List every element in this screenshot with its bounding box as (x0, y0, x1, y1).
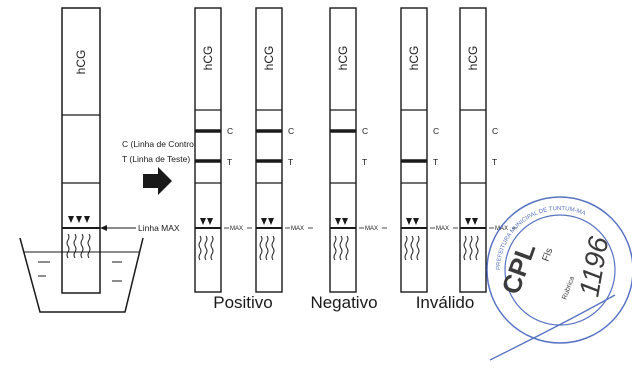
wave-icon (259, 235, 263, 261)
wave-icon (271, 235, 275, 261)
strip-body (194, 7, 222, 293)
absorb-arrow-icon (261, 218, 267, 225)
test-marker: T (227, 157, 232, 167)
test-marker: T (492, 157, 497, 167)
result-label-invalid: Inválido (416, 293, 475, 312)
max-marker: MAX (436, 226, 449, 232)
reference-wave-marks (66, 233, 91, 259)
stamp-signature-stroke (489, 294, 616, 361)
result-strip-1: hCG C T MAX (194, 7, 252, 293)
test-line-label: T (Linha de Teste) (122, 154, 190, 164)
wave-icon (475, 235, 479, 261)
control-marker: C (362, 126, 368, 136)
control-marker: C (492, 126, 498, 136)
max-marker: MAX (291, 226, 304, 232)
wave-icon (469, 235, 473, 261)
official-stamp: PREFEITURA MUNICIPAL DE TUNTUM-MA CPL Fl… (486, 196, 632, 361)
wave-icon (198, 235, 202, 261)
strip-brand: hCG (336, 46, 350, 71)
wave-icon (463, 235, 467, 261)
urine-cup (19, 237, 144, 313)
max-line-label: Linha MAX (138, 223, 180, 233)
max-marker: MAX (495, 226, 508, 232)
result-strip-5: hCG C T MAX (459, 7, 517, 293)
result-strip-4: hCG C T MAX (400, 7, 458, 293)
reference-strip-brand: hCG (74, 50, 88, 75)
wave-icon (339, 235, 343, 261)
test-marker: T (433, 157, 438, 167)
control-marker: C (288, 126, 294, 136)
result-strip-3: hCG C T MAX (329, 7, 387, 293)
wave-icon (416, 235, 420, 261)
big-right-arrow-icon (143, 167, 172, 195)
strip-brand: hCG (466, 46, 480, 71)
strip-brand: hCG (262, 46, 276, 71)
wave-icon (404, 235, 408, 261)
absorb-arrow-icon (342, 218, 348, 225)
test-marker: T (362, 157, 367, 167)
reference-arrow-marks (68, 216, 90, 223)
absorb-arrow-icon (200, 218, 206, 225)
wave-icon (333, 235, 337, 261)
wave-icon (204, 235, 208, 261)
test-marker: T (288, 157, 293, 167)
reference-strip (61, 7, 101, 294)
result-label-positive: Positivo (213, 293, 273, 312)
reference-strip-group: hCG C (Linha de Controle) T (Linha de Te… (19, 7, 203, 313)
max-marker: MAX (365, 226, 378, 232)
wave-icon (265, 235, 269, 261)
stamp-sheet-number: 1196 (573, 234, 614, 299)
absorb-arrow-icon (465, 218, 471, 225)
absorb-arrow-icon (335, 218, 341, 225)
wave-icon (345, 235, 349, 261)
absorb-arrow-icon (413, 218, 419, 225)
result-strips: hCG C T MAX hCG C T MAX hCG C T MAX hCG C T MAX hCG C T MAX (194, 7, 517, 293)
strip-brand: hCG (201, 46, 215, 71)
stamp-outer-ring (486, 196, 632, 344)
liquid-ripples (38, 261, 122, 282)
strip-body (459, 7, 487, 293)
absorb-arrow-icon (406, 218, 412, 225)
wave-icon (410, 235, 414, 261)
absorb-arrow-icon (472, 218, 478, 225)
absorb-arrow-icon (207, 218, 213, 225)
control-line-label: C (Linha de Controle) (122, 139, 203, 149)
control-marker: C (433, 126, 439, 136)
stamp-sheet-label: Fls (540, 247, 555, 263)
strip-brand: hCG (407, 46, 421, 71)
control-marker: C (227, 126, 233, 136)
result-label-negative: Negativo (310, 293, 377, 312)
max-marker: MAX (230, 226, 243, 232)
max-line-pointer-head (100, 225, 107, 231)
wave-icon (210, 235, 214, 261)
result-strip-2: hCG C T MAX (255, 7, 313, 293)
absorb-arrow-icon (268, 218, 274, 225)
